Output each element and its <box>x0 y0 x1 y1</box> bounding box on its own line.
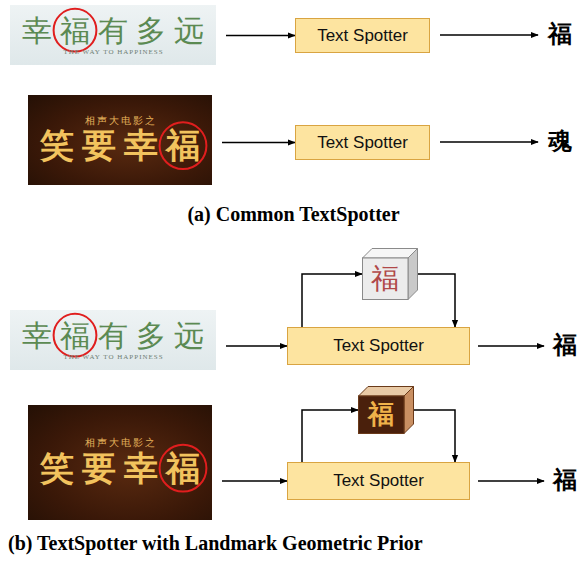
output-character: 魂 <box>548 127 572 156</box>
flow-arrow <box>302 410 358 462</box>
image-text: THE WAY TO HAPPINESS <box>62 353 163 361</box>
prior-cube: 福 <box>358 386 414 434</box>
output-arrow <box>478 480 544 482</box>
image-text: 笑要幸福 <box>32 449 208 488</box>
output-arrow <box>478 345 544 347</box>
process-box: Text Spotter <box>287 327 470 365</box>
box-label: Text Spotter <box>333 471 424 491</box>
output-character: 福 <box>553 331 577 360</box>
image-title: 幸福有多远 <box>14 319 212 354</box>
output-character: 福 <box>553 466 577 495</box>
cube-character: 福 <box>368 402 394 428</box>
image-title: 幸福有多远 <box>14 14 212 49</box>
flow-arrow <box>414 410 455 462</box>
process-box: Text Spotter <box>295 125 430 160</box>
input-image: 幸福有多远THE WAY TO HAPPINESS <box>10 5 216 65</box>
box-label: Text Spotter <box>317 26 408 46</box>
flow-arrow <box>226 35 295 37</box>
image-text: 笑要幸福 <box>32 126 208 165</box>
image-text: 相声大电影之 <box>83 437 157 449</box>
flow-arrow <box>226 345 287 347</box>
cube-character: 福 <box>371 265 399 293</box>
output-character: 福 <box>548 20 572 49</box>
input-image: 幸福有多远THE WAY TO HAPPINESS <box>10 310 216 370</box>
cube-front <box>363 258 409 300</box>
figure-caption: (a) Common TextSpotter <box>0 202 587 226</box>
box-label: Text Spotter <box>333 336 424 356</box>
flow-arrow <box>222 142 295 144</box>
cube-side <box>404 387 414 434</box>
input-image: 相声大电影之笑要幸福 <box>28 95 212 185</box>
output-arrow <box>440 141 538 143</box>
image-text: 相声大电影之 <box>83 115 157 127</box>
cube-face: 福 <box>362 258 408 300</box>
flow-arrow <box>222 480 287 482</box>
prior-cube: 福 <box>362 248 418 300</box>
flow-arrow <box>418 274 455 327</box>
flow-arrow <box>302 274 362 327</box>
output-arrow <box>440 34 538 36</box>
cube-side <box>408 249 418 300</box>
cube-front <box>359 396 405 434</box>
process-box: Text Spotter <box>287 462 470 500</box>
process-box: Text Spotter <box>295 18 430 53</box>
input-image: 相声大电影之笑要幸福 <box>28 405 212 520</box>
cube-face: 福 <box>358 396 404 434</box>
box-label: Text Spotter <box>317 133 408 153</box>
figure-caption: (b) TextSpotter with Landmark Geometric … <box>8 531 423 555</box>
image-text: THE WAY TO HAPPINESS <box>62 48 163 56</box>
